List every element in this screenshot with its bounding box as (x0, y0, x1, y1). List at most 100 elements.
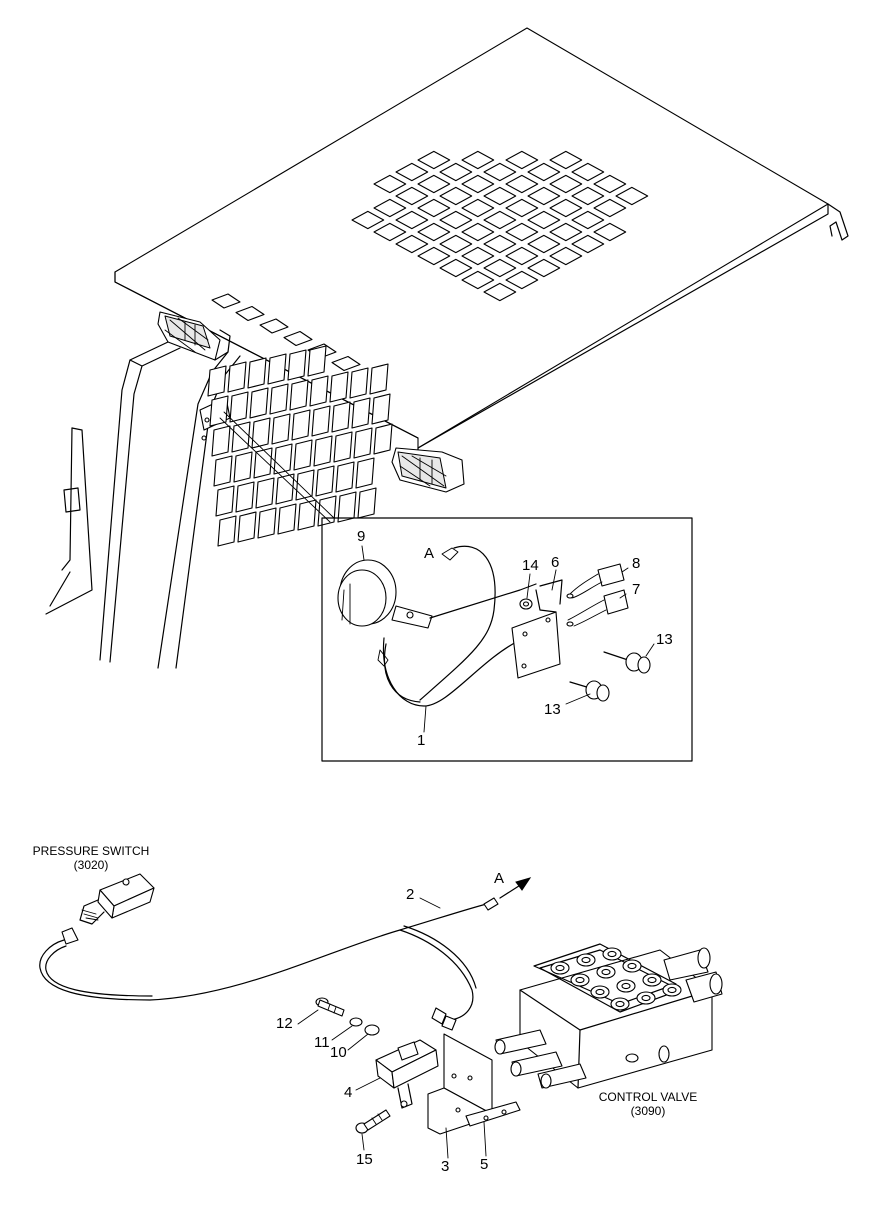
label-part-1: 1 (417, 732, 426, 749)
control-valve (494, 943, 723, 1089)
right-work-light (391, 447, 465, 493)
label-part-7: 7 (632, 581, 641, 598)
roof-vent-cell (461, 270, 495, 290)
label-part-13-upper: 13 (656, 631, 673, 648)
harness-2 (39, 897, 499, 1031)
roof-vent-cell (461, 246, 495, 266)
bolt-13-upper (603, 651, 651, 674)
detail-box (321, 517, 693, 762)
mesh-cell (237, 511, 257, 543)
label-part-13-lower: 13 (544, 701, 561, 718)
roof-vent-cell (461, 174, 495, 194)
roof-vent-cell (505, 198, 539, 218)
mesh-cell (257, 507, 277, 539)
detail-leader-line (219, 417, 331, 523)
cab-roof (114, 27, 849, 459)
valve-port-bore (607, 950, 617, 958)
mesh-cell (207, 365, 227, 397)
mesh-cell (253, 447, 273, 479)
valve-port-bore (581, 956, 591, 964)
roof-vent-cell (527, 162, 561, 182)
label-part-8: 8 (632, 555, 641, 572)
rear-screen-mesh (207, 345, 393, 547)
valve-port-bore (641, 994, 651, 1002)
control-valve-name: CONTROL VALVE (598, 1090, 698, 1104)
detail-bracket (511, 579, 563, 679)
roof-vent-cell (351, 210, 385, 230)
mesh-cell (269, 383, 289, 415)
roof-vent-cell (439, 210, 473, 230)
valve-port-bore (575, 976, 585, 984)
roof-vent-cell (417, 198, 451, 218)
label-part-6: 6 (551, 554, 560, 571)
valve-port-bore (601, 968, 611, 976)
mesh-cell (273, 443, 293, 475)
label-connector-a-bottom: A (494, 870, 505, 887)
bolt-12 (315, 997, 345, 1017)
mesh-cell (293, 439, 313, 471)
valve-port-bore (667, 986, 677, 994)
roof-vent-cell (483, 258, 517, 278)
roof-vent-cell (527, 186, 561, 206)
roof-vent-cell (483, 282, 517, 302)
roof-vent-cell (549, 246, 583, 266)
mesh-cell (249, 387, 269, 419)
mesh-cell (313, 435, 333, 467)
roof-vent-cell (373, 174, 407, 194)
roof-vent-cell (549, 174, 583, 194)
detail-leaders (361, 545, 655, 733)
front-vent-slot (235, 305, 265, 322)
label-part-12: 12 (276, 1015, 293, 1032)
mesh-cell (233, 451, 253, 483)
roof-vent-cell (483, 234, 517, 254)
roof-vent-cell (439, 258, 473, 278)
pressure-switch-ref: (3020) (73, 857, 109, 872)
valve-port-bore (615, 1000, 625, 1008)
roof-vent-cell (373, 222, 407, 242)
mesh-cell (373, 423, 393, 455)
mesh-cell (369, 363, 389, 395)
roof-vent-cell (527, 258, 561, 278)
pressure-switch-callout: PRESSURE SWITCH (3020) (26, 844, 156, 873)
detail-harness (377, 545, 537, 707)
mesh-cell (275, 473, 295, 505)
mesh-cell (329, 371, 349, 403)
roof-vent-cell (395, 186, 429, 206)
label-part-2: 2 (406, 886, 415, 903)
roof-vent-cell (505, 150, 539, 170)
mesh-cell (229, 391, 249, 423)
front-vent-slot (211, 293, 241, 309)
mesh-cell (353, 427, 373, 459)
front-vent-slot (259, 318, 289, 334)
control-valve-callout: CONTROL VALVE (3090) (586, 1090, 710, 1119)
roof-vent-cell (527, 234, 561, 254)
valve-spools (494, 1029, 587, 1089)
mesh-cell (371, 393, 391, 425)
mesh-cell (291, 409, 311, 441)
arrow-a (499, 877, 532, 899)
bolt-13-lower (569, 680, 610, 702)
roof-vent-cell (395, 162, 429, 182)
mesh-cell (355, 457, 375, 489)
mesh-cell (227, 361, 247, 393)
mesh-cell (349, 367, 369, 399)
label-part-5: 5 (480, 1156, 489, 1173)
mesh-cell (217, 515, 237, 547)
roof-vent-cell (527, 210, 561, 230)
relays (566, 563, 629, 627)
roof-vent-cell (593, 198, 627, 218)
mesh-cell (209, 395, 229, 427)
pressure-switch-name: PRESSURE SWITCH (32, 844, 150, 858)
valve-port-bore (595, 988, 605, 996)
mesh-cell (311, 405, 331, 437)
label-connector-a-top: A (424, 545, 435, 562)
roof-vent-cell (417, 150, 451, 170)
roof-vent-cell (571, 234, 605, 254)
label-part-4: 4 (344, 1084, 353, 1101)
mesh-cell (215, 485, 235, 517)
roof-vent-cell (483, 162, 517, 182)
label-part-15: 15 (356, 1151, 373, 1168)
roof-vent-cell (395, 234, 429, 254)
label-part-9: 9 (357, 528, 366, 545)
